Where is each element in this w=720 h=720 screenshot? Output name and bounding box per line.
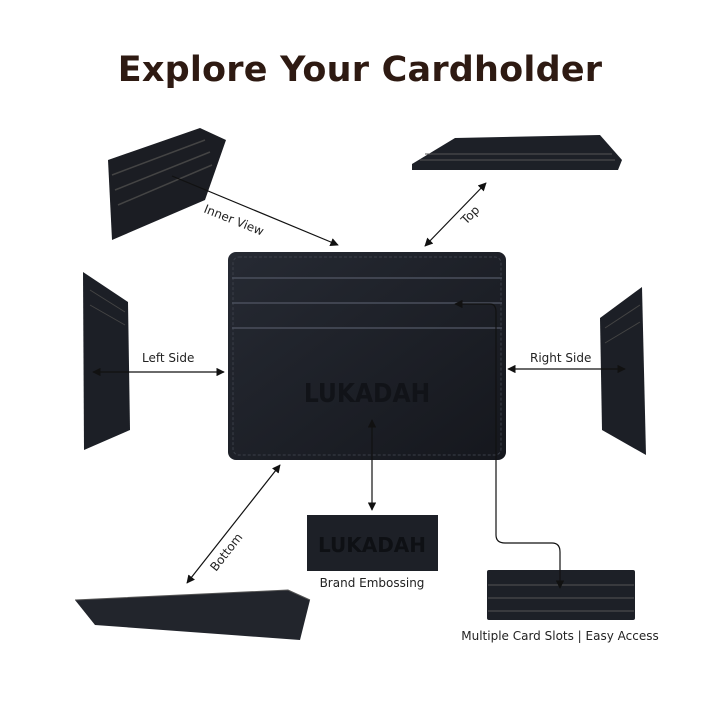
- left-side-image: [83, 272, 130, 450]
- page-title: Explore Your Cardholder: [117, 50, 603, 90]
- inner-view-arrow: [171, 175, 339, 246]
- bottom-arrow: [186, 464, 281, 584]
- label-card-slots: Multiple Card Slots | Easy Access: [461, 629, 658, 643]
- label-inner-view: Inner View: [202, 202, 266, 239]
- label-left-side: Left Side: [142, 351, 194, 365]
- main-cardholder-image: LUKADAH: [228, 252, 506, 460]
- label-brand-embossing: Brand Embossing: [320, 576, 425, 590]
- brand-emboss-logo: LUKADAH: [304, 379, 430, 409]
- label-top: Top: [458, 203, 483, 228]
- brand-embossing-image: LUKADAH: [307, 515, 438, 571]
- svg-text:LUKADAH: LUKADAH: [318, 533, 426, 557]
- card-slots-arrow: [454, 299, 565, 589]
- top-arrow: [424, 182, 487, 247]
- inner-view-image: [108, 128, 226, 240]
- card-slots-image: [487, 570, 635, 620]
- bottom-view-image: [74, 589, 311, 640]
- right-side-image: [600, 287, 646, 455]
- label-right-side: Right Side: [530, 351, 591, 365]
- top-view-image: [412, 135, 622, 170]
- label-bottom: Bottom: [207, 531, 245, 574]
